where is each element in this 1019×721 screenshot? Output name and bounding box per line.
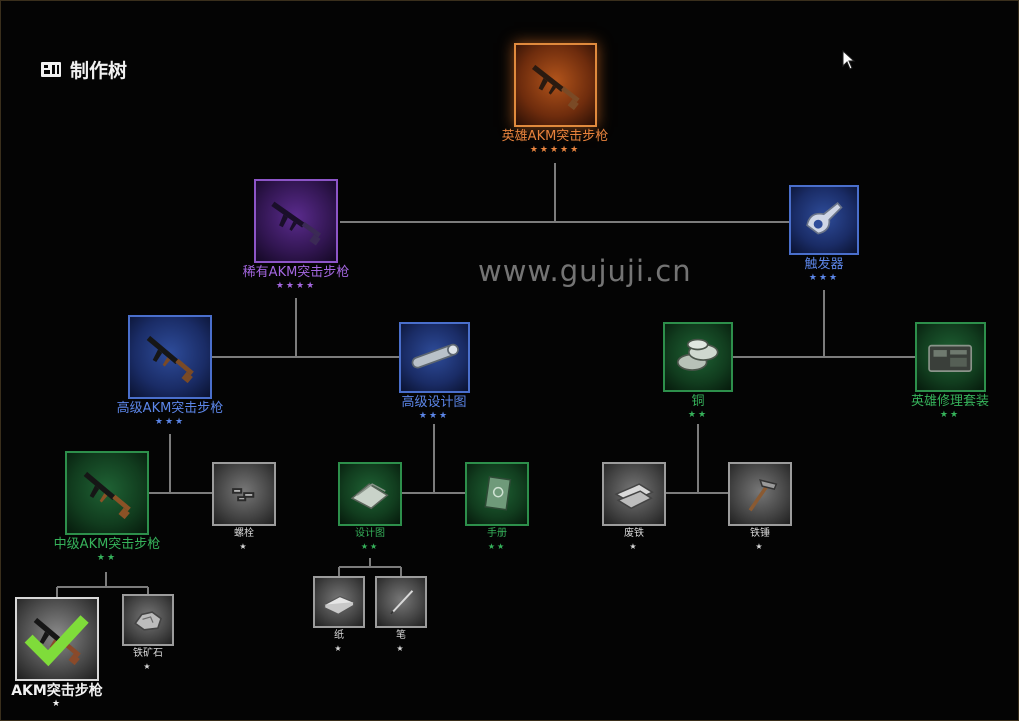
ore-icon (133, 611, 162, 631)
node-bolts[interactable]: 螺栓 ★ (208, 462, 280, 552)
hammer-icon (748, 478, 778, 512)
rarity-stars: ★ (51, 699, 63, 709)
panel-title-text: 制作树 (70, 59, 128, 82)
repair-kit-icon (928, 345, 972, 373)
item-tile[interactable] (663, 322, 733, 392)
node-hero-repair-kit[interactable]: 英雄修理套装 ★★ (900, 322, 1000, 421)
watermark-text: www.gujuji.cn (478, 254, 692, 288)
checkmark-icon (25, 615, 90, 667)
rarity-stars: ★ (755, 542, 765, 551)
item-tile[interactable] (398, 322, 470, 393)
rarity-stars: ★★ (360, 542, 380, 551)
rarity-stars: ★★ (687, 410, 709, 420)
node-iron-ore[interactable]: 铁矿石 ★ (118, 594, 178, 672)
item-label: 废铁 (624, 528, 644, 539)
node-pen[interactable]: 笔 ★ (371, 576, 431, 654)
item-tile[interactable] (375, 576, 427, 628)
scrap-iron-icon (614, 483, 654, 509)
item-tile[interactable] (15, 597, 99, 681)
paper-stack-icon (323, 595, 355, 615)
item-tile[interactable] (313, 576, 365, 628)
rarity-stars: ★★★★ (275, 281, 317, 291)
item-label: 纸 (334, 630, 344, 641)
crafting-tree-icon (41, 62, 61, 77)
node-akm[interactable]: AKM突击步枪 ★ (4, 597, 110, 710)
item-label: 螺栓 (234, 528, 254, 539)
bolts-icon (231, 487, 255, 502)
item-tile[interactable] (122, 594, 174, 646)
item-label: 中级AKM突击步枪 (53, 537, 161, 552)
manual-icon (484, 475, 512, 511)
rifle-icon (531, 65, 580, 111)
item-label: 高级AKM突击步枪 (116, 401, 224, 416)
mouse-cursor-icon (842, 50, 856, 70)
rarity-stars: ★★★★★ (529, 145, 581, 155)
rarity-stars: ★ (143, 662, 153, 671)
node-scrap-iron[interactable]: 废铁 ★ (598, 462, 670, 552)
rifle-icon (271, 202, 322, 246)
item-tile[interactable] (65, 451, 149, 535)
node-rare-akm[interactable]: 稀有AKM突击步枪 ★★★★ (226, 179, 366, 292)
rarity-stars: ★★ (939, 410, 961, 420)
rarity-stars: ★★★ (154, 417, 186, 427)
rarity-stars: ★★★ (808, 273, 840, 283)
item-tile[interactable] (914, 322, 986, 392)
item-label: 高级设计图 (401, 395, 467, 410)
pen-icon (389, 590, 414, 615)
item-tile[interactable] (338, 462, 402, 526)
item-label: AKM突击步枪 (11, 683, 103, 699)
blueprint-roll-icon (411, 344, 459, 369)
node-iron-hammer[interactable]: 铁锤 ★ (724, 462, 796, 552)
paper-sheets-icon (350, 482, 389, 510)
node-manual[interactable]: 手册 ★★ (461, 462, 533, 552)
rarity-stars: ★ (629, 542, 639, 551)
item-label: 铁锤 (750, 528, 770, 539)
node-paper[interactable]: 纸 ★ (309, 576, 369, 654)
item-label: 设计图 (355, 528, 385, 539)
item-tile[interactable] (465, 462, 529, 526)
panel-title: 制作树 (40, 56, 127, 82)
item-label: 触发器 (804, 257, 844, 272)
item-tile[interactable] (789, 185, 859, 255)
item-label: 笔 (396, 630, 406, 641)
rarity-stars: ★★★ (418, 411, 450, 421)
node-trigger[interactable]: 触发器 ★★★ (784, 185, 864, 284)
item-tile[interactable] (254, 179, 338, 263)
item-tile[interactable] (728, 462, 792, 526)
item-tile[interactable] (513, 43, 597, 127)
item-label: 铁矿石 (133, 648, 163, 659)
node-blueprint[interactable]: 设计图 ★★ (334, 462, 406, 552)
rarity-stars: ★★ (96, 553, 118, 563)
rarity-stars: ★ (396, 644, 406, 653)
rarity-stars: ★ (239, 542, 249, 551)
item-tile[interactable] (602, 462, 666, 526)
rarity-stars: ★★ (487, 542, 507, 551)
rifle-icon (84, 472, 132, 520)
coins-icon (677, 338, 719, 372)
item-label: 稀有AKM突击步枪 (242, 265, 350, 280)
item-label: 铜 (691, 394, 705, 409)
item-label: 手册 (487, 528, 507, 539)
node-advanced-blueprint[interactable]: 高级设计图 ★★★ (389, 322, 479, 422)
node-intermediate-akm[interactable]: 中级AKM突击步枪 ★★ (36, 451, 178, 564)
node-copper[interactable]: 铜 ★★ (658, 322, 738, 421)
item-tile[interactable] (212, 462, 276, 526)
item-label: 英雄AKM突击步枪 (501, 129, 609, 144)
item-tile[interactable] (128, 315, 212, 399)
node-advanced-akm[interactable]: 高级AKM突击步枪 ★★★ (100, 315, 240, 428)
node-hero-akm[interactable]: 英雄AKM突击步枪 ★★★★★ (495, 43, 615, 156)
item-label: 英雄修理套装 (910, 394, 989, 409)
rifle-icon (147, 336, 195, 384)
rarity-stars: ★ (334, 644, 344, 653)
trigger-icon (806, 202, 843, 235)
